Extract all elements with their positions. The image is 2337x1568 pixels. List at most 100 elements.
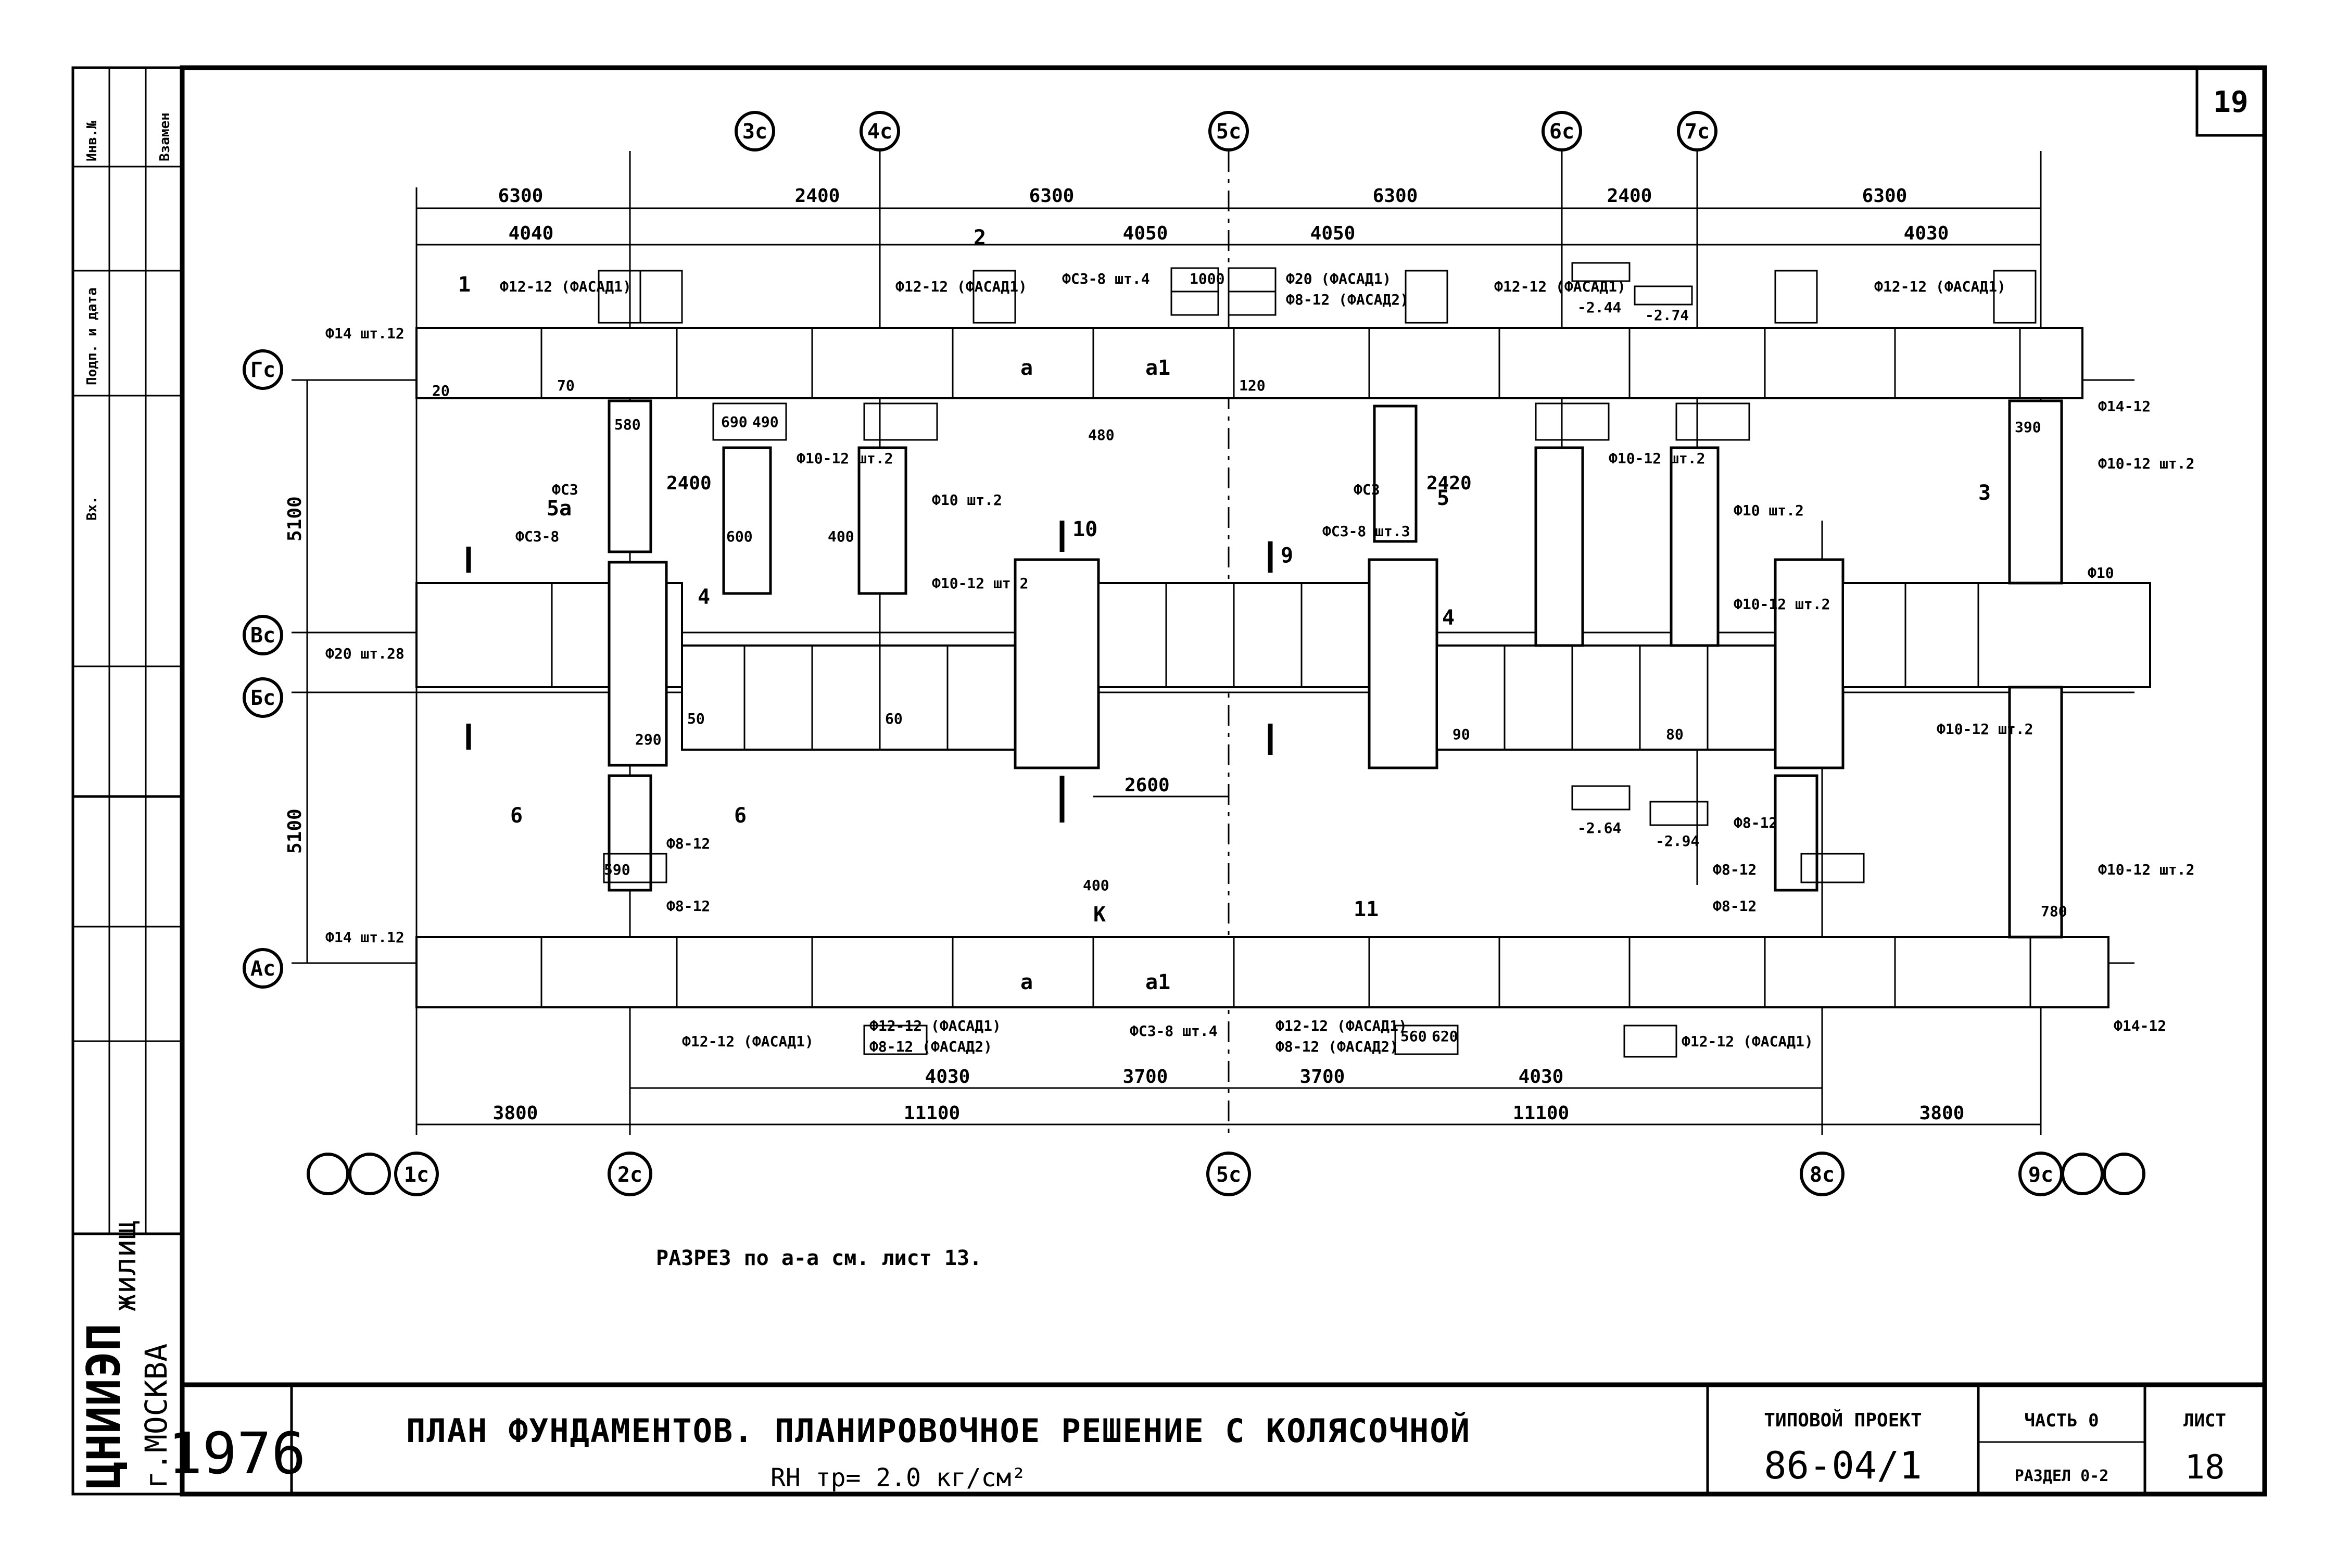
dim-misc-480: 480 bbox=[1088, 426, 1115, 444]
rebar-mid-left: Ф20 шт.28 bbox=[325, 645, 405, 662]
elev-3: -2.64 bbox=[1577, 819, 1621, 837]
cut-label-5a: 5а bbox=[547, 497, 572, 521]
stamp-vh: Вх. bbox=[84, 496, 100, 521]
elev-1: -2.44 bbox=[1577, 299, 1621, 316]
pad-dim-390: 390 bbox=[2015, 419, 2041, 436]
pad-dim-590: 590 bbox=[604, 861, 630, 878]
pad-dim-780: 780 bbox=[2041, 903, 2067, 920]
facade1-bottom-b: Ф12-12 (ФАСАД1) bbox=[869, 1017, 1001, 1034]
misc-dimensions: 2400 2420 2600 400 480 580 690 490 600 4… bbox=[432, 270, 2067, 1045]
cut-label-6a: 6 bbox=[510, 804, 523, 828]
axis-3c: 3с bbox=[742, 120, 767, 144]
f14-12-b: Ф14-12 bbox=[2114, 1017, 2166, 1034]
f10-12-f: Ф10-12 шт.2 bbox=[1937, 720, 2033, 738]
pad-dim-490: 490 bbox=[752, 413, 779, 431]
axis-bc: Бс bbox=[250, 686, 275, 710]
dim-bot2-3: 11100 bbox=[1513, 1103, 1569, 1124]
detail-boxes bbox=[598, 267, 2037, 1058]
cut-label-9: 9 bbox=[1281, 543, 1293, 567]
pad-dim-400: 400 bbox=[828, 528, 854, 545]
dim-top2-2: 4050 bbox=[1123, 223, 1168, 244]
f8-12-c: Ф8-12 bbox=[1734, 814, 1777, 831]
dim-bot-1: 4030 bbox=[925, 1066, 970, 1088]
axis-5c-top: 5с bbox=[1216, 120, 1241, 144]
dim-top-4: 6300 bbox=[1373, 185, 1418, 207]
pad-dim-600: 600 bbox=[726, 528, 753, 545]
dim-left-2: 5100 bbox=[284, 808, 306, 854]
facade1-bottom-a: Ф12-12 (ФАСАД1) bbox=[682, 1033, 814, 1050]
fc38-sht3: ФС3-8 шт.3 bbox=[1322, 523, 1410, 540]
pad-dim-70: 70 bbox=[557, 377, 575, 394]
section-a1: а1 bbox=[1145, 356, 1170, 380]
dim-misc-2420: 2420 bbox=[1426, 473, 1472, 494]
foundation-strip-gc bbox=[415, 327, 2083, 399]
fc38-top: ФС3-8 шт.4 bbox=[1062, 270, 1150, 287]
cut-label-10: 10 bbox=[1072, 517, 1097, 541]
title-line2: RН тр= 2.0 кг/см² bbox=[770, 1463, 1026, 1493]
axis-5c-bottom: 5с bbox=[1216, 1163, 1241, 1187]
pad-dim-560: 560 bbox=[1400, 1028, 1427, 1045]
project-label: ТИПОВОЙ ПРОЕКТ bbox=[1764, 1409, 1922, 1431]
axis-ac: Ас bbox=[250, 957, 275, 981]
cut-label-4b: 4 bbox=[1442, 606, 1455, 630]
dim-top2-4: 4030 bbox=[1904, 223, 1949, 244]
fc3-a: ФС3 bbox=[552, 481, 578, 498]
dim-top2-1: 4040 bbox=[509, 223, 554, 244]
fc38-bottom: ФС3-8 шт.4 bbox=[1130, 1022, 1218, 1040]
f8-12-e: Ф8-12 bbox=[1713, 897, 1757, 915]
f10-12-a: Ф10-12 шт.2 bbox=[797, 450, 893, 467]
fc3-b: ФС3 bbox=[1354, 481, 1380, 498]
callouts: Ф14 шт.12 Ф20 шт.28 Ф14 шт.12 Ф12-12 (ФА… bbox=[325, 270, 2194, 1055]
part-label: ЧАСТЬ 0 bbox=[2024, 1410, 2099, 1431]
f10-12-g: Ф10-12 шт.2 bbox=[2098, 861, 2194, 878]
bottom-dimensions: 4030 3700 3700 4030 3800 11100 11100 380… bbox=[416, 1066, 2041, 1126]
year: 1976 bbox=[168, 1420, 306, 1487]
f8-12-a: Ф8-12 bbox=[666, 835, 710, 852]
f10-12-e: Ф10-12 шт.2 bbox=[2098, 455, 2194, 472]
f10-12-c: Ф10-12 шт.2 bbox=[1609, 450, 1705, 467]
stamp-inv: Инв.№ bbox=[84, 120, 100, 161]
section-a: а bbox=[1020, 356, 1033, 380]
dim-top-6: 6300 bbox=[1862, 185, 1908, 207]
cross-wall-pads bbox=[608, 399, 2063, 939]
pad-dim-290: 290 bbox=[635, 731, 662, 748]
foundation-strip-vc-bc bbox=[415, 558, 2151, 769]
sheet-number: 18 bbox=[2184, 1448, 2225, 1487]
dim-top-1: 6300 bbox=[498, 185, 544, 207]
mark-k: К bbox=[1093, 903, 1106, 927]
pad-dim-90: 90 bbox=[1452, 726, 1470, 743]
pad-dim-60: 60 bbox=[885, 710, 903, 727]
f10-a: Ф10 шт.2 bbox=[932, 491, 1002, 509]
axis-8c: 8с bbox=[1810, 1163, 1835, 1187]
facade2-bottom-c: Ф8-12 (ФАСАД2) bbox=[1275, 1038, 1398, 1055]
axis-9c: 9с bbox=[2028, 1163, 2053, 1187]
page-number-box bbox=[2195, 66, 2266, 137]
page-number-top: 19 bbox=[2213, 85, 2248, 119]
dim-bot-2: 3700 bbox=[1123, 1066, 1168, 1088]
f10-c: Ф10 bbox=[2088, 564, 2114, 581]
org-line3: г.МОСКВА bbox=[138, 1344, 174, 1489]
org-line2: жилищ bbox=[107, 1221, 143, 1312]
facade1-a: Ф12-12 (ФАСАД1) bbox=[500, 278, 631, 295]
stamp-zamen: Взамен bbox=[157, 112, 173, 161]
axis-2c: 2с bbox=[617, 1163, 642, 1187]
cut-label-4a: 4 bbox=[698, 585, 710, 609]
axis-vc: Вс bbox=[250, 624, 275, 648]
top-axis-bubbles: 3с 4с 5с 6с 7с bbox=[735, 111, 1717, 151]
f10-12-b: Ф10-12 шт.2 bbox=[932, 575, 1028, 592]
elev-2: -2.74 bbox=[1645, 307, 1689, 324]
pad-dim-690: 690 bbox=[721, 413, 748, 431]
pad-dim-120: 120 bbox=[1239, 377, 1266, 394]
section-a1-bottom: а1 bbox=[1145, 970, 1170, 994]
org-line1: ЦНИИЭП bbox=[77, 1323, 131, 1489]
dim-bot-4: 4030 bbox=[1519, 1066, 1564, 1088]
dim-top-3: 6300 bbox=[1029, 185, 1075, 207]
pad-dim-50: 50 bbox=[687, 710, 705, 727]
facade1-bottom-d: Ф12-12 (ФАСАД1) bbox=[1682, 1033, 1813, 1050]
elev-4: -2.94 bbox=[1656, 832, 1699, 850]
cut-label-12: 11 bbox=[1354, 897, 1379, 921]
title-line1: ПЛАН ФУНДАМЕНТОВ. ПЛАНИРОВОЧНОЕ РЕШЕНИЕ … bbox=[406, 1412, 1471, 1450]
cut-label-2: 2 bbox=[974, 226, 986, 250]
axis-7c: 7с bbox=[1685, 120, 1710, 144]
